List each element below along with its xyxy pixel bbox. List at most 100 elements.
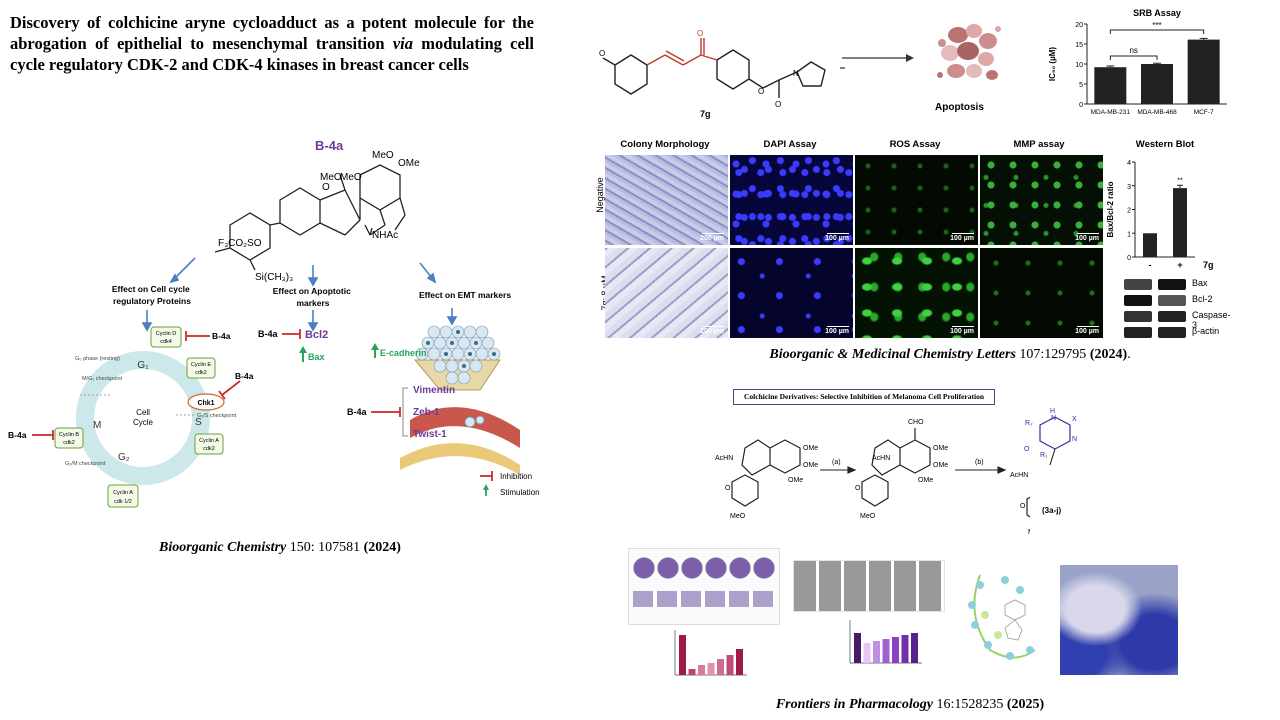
- colony-bar: [698, 665, 705, 675]
- colony-bar: [717, 659, 724, 675]
- svg-text:cdk 1/2: cdk 1/2: [114, 499, 132, 505]
- b4a-structure: [214, 164, 406, 271]
- svg-text:OMe: OMe: [788, 477, 803, 484]
- header-mmp: MMP assay: [1013, 139, 1065, 150]
- svg-text:(a): (a): [832, 459, 841, 466]
- apoptosis-label: Apoptosis: [935, 102, 984, 113]
- svg-text:R₂: R₂: [1025, 420, 1033, 427]
- svg-text:O: O: [758, 87, 764, 96]
- srb-category-label: MDA-MB-468: [1137, 109, 1177, 116]
- header-colony: Colony Morphology: [620, 139, 710, 150]
- svg-text:Twist-1: Twist-1: [413, 429, 447, 440]
- wb-ytick-label: 1: [1127, 231, 1131, 238]
- svg-text:MeO: MeO: [730, 513, 746, 520]
- effect-cell-cycle-line2: regulatory Proteins: [113, 296, 191, 306]
- svg-text:O: O: [322, 182, 330, 193]
- wb-ylabel: Bax/Bcl-2 ratio: [1106, 181, 1115, 237]
- micrograph-dapi-control: 100 µm: [730, 155, 853, 245]
- svg-text:B-4a: B-4a: [235, 371, 254, 381]
- micrograph-ros-7g: 100 µm: [855, 248, 978, 338]
- svg-text:G₂: G₂: [118, 452, 130, 463]
- svg-text:Cell: Cell: [136, 408, 150, 417]
- svg-text:cdk4: cdk4: [160, 339, 172, 345]
- svg-text:G₁/S checkpoint: G₁/S checkpoint: [197, 413, 237, 419]
- wound-healing-thumbnail: [793, 560, 945, 612]
- svg-text:(3a-j): (3a-j): [1042, 506, 1061, 515]
- caption-frontiers: Frontiers in Pharmacology 16:1528235 (20…: [775, 697, 1045, 712]
- svg-text:Cyclin B: Cyclin B: [59, 432, 80, 438]
- colony-bar: [688, 669, 696, 675]
- svg-text:cdk2: cdk2: [203, 446, 215, 452]
- western-blot-panel: Bax Bcl-2 Caspase-3 β-actin: [1120, 277, 1231, 342]
- article-title: Discovery of colchicine aryne cycloadduc…: [10, 13, 534, 74]
- wb-ytick-label: 4: [1127, 160, 1131, 167]
- wb-ytick-label: 3: [1127, 184, 1131, 191]
- svg-text:O: O: [725, 485, 731, 492]
- wb-category-label: -: [1149, 260, 1152, 270]
- svg-text:G₂/M checkpoint: G₂/M checkpoint: [65, 461, 106, 467]
- micrograph-dapi-7g: 100 µm: [730, 248, 853, 338]
- svg-text:cdk2: cdk2: [63, 440, 75, 446]
- svg-text:NHAc: NHAc: [372, 230, 398, 241]
- srb-bar: [1187, 39, 1220, 104]
- srb-ylabel: IC₅₀ (µM): [1048, 47, 1057, 81]
- svg-text:OMe: OMe: [803, 445, 818, 452]
- micrograph-ros-control: 100 µm: [855, 155, 978, 245]
- svg-text:Cyclin E: Cyclin E: [191, 362, 212, 368]
- wb-ytick-label: 2: [1127, 208, 1131, 215]
- svg-text:Chk1: Chk1: [197, 400, 214, 407]
- micrograph-colony-7g: 200 µm: [605, 248, 728, 338]
- emt-cell-cluster: [400, 308, 520, 475]
- svg-text:X: X: [1072, 416, 1077, 423]
- srb-category-label: MDA-MB-231: [1091, 109, 1131, 116]
- svg-text:N: N: [1051, 415, 1056, 422]
- colony-formation-chart: [674, 630, 747, 676]
- srb-bracket-sig: [1109, 29, 1205, 34]
- wb-bar: [1143, 233, 1157, 257]
- svg-text:cdk2: cdk2: [195, 370, 207, 376]
- svg-text:O: O: [775, 100, 781, 109]
- svg-text:OMe: OMe: [918, 477, 933, 484]
- wb-category-label: +: [1177, 260, 1182, 270]
- colony-bar: [679, 635, 686, 675]
- svg-text:7g: 7g: [700, 109, 711, 119]
- wound-bar: [854, 633, 861, 663]
- svg-text:S: S: [195, 417, 202, 428]
- micrograph-mmp-7g: 100 µm: [980, 248, 1103, 338]
- svg-text:(b): (b): [975, 459, 984, 466]
- svg-text:F₃CO₂SO: F₃CO₂SO: [218, 238, 262, 249]
- svg-text:Inhibition: Inhibition: [500, 472, 532, 481]
- svg-text:Bax: Bax: [308, 352, 325, 362]
- wound-healing-chart: [849, 620, 922, 664]
- srb-ytick-label: 0: [1079, 102, 1083, 109]
- svg-text:O: O: [697, 29, 703, 38]
- header-western: Western Blot: [1135, 139, 1195, 150]
- svg-text:OMe: OMe: [803, 462, 818, 469]
- colony-bar: [736, 649, 743, 675]
- colony-bar: [726, 655, 734, 675]
- svg-text:MeO: MeO: [320, 172, 342, 183]
- srb-ytick-label: 15: [1075, 42, 1083, 49]
- svg-text:Cyclin A: Cyclin A: [199, 438, 219, 444]
- svg-text:Stimulation: Stimulation: [500, 488, 540, 497]
- wound-bar: [901, 635, 909, 663]
- svg-text:Zeb-1: Zeb-1: [413, 407, 440, 418]
- svg-text:G₀ phase (resting): G₀ phase (resting): [75, 356, 120, 362]
- wb-annotation: **: [1177, 177, 1183, 184]
- svg-text:O: O: [855, 485, 861, 492]
- svg-text:N: N: [1072, 436, 1077, 443]
- wb-bar: [1173, 188, 1187, 257]
- header-ros: ROS Assay: [889, 139, 941, 150]
- wound-bar: [873, 641, 880, 663]
- wound-bar: [911, 633, 918, 663]
- svg-text:CHO: CHO: [908, 419, 924, 426]
- svg-text:AcHN: AcHN: [1010, 472, 1028, 479]
- svg-text:OMe: OMe: [933, 462, 948, 469]
- srb-title: SRB Assay: [1133, 8, 1181, 18]
- pyrimidinone-ring: H N X N R₂ O R₁ (3a-j): [1024, 408, 1077, 515]
- figure-bioorganic-chemistry: B-4a MeO OMe MeO MeO O NHAc: [0, 130, 560, 530]
- svg-text:MeO: MeO: [372, 150, 394, 161]
- compound-label: B-4a: [315, 138, 344, 153]
